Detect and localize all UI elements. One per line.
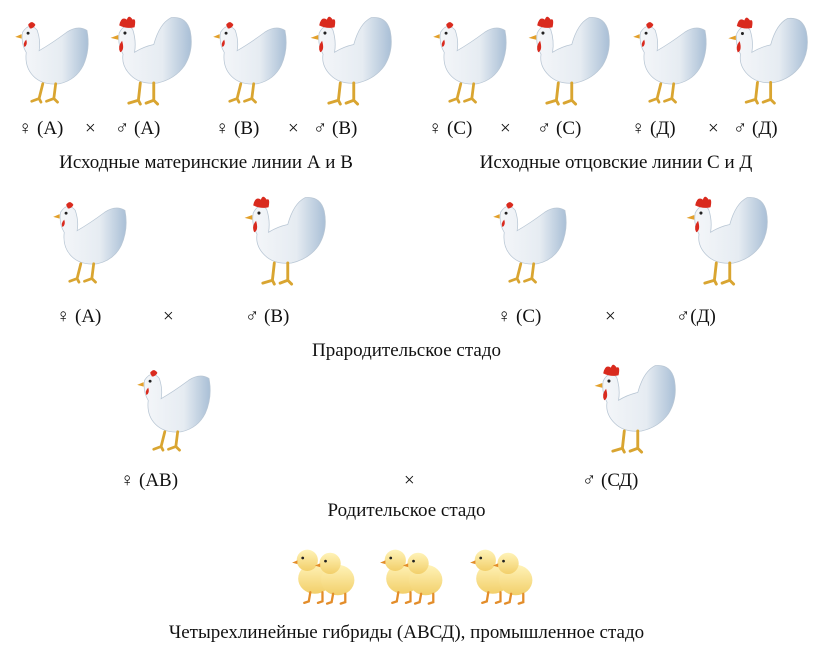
cross-symbol: × <box>85 118 96 139</box>
chicks-icon <box>464 538 540 610</box>
cross-label: ♀ (С) <box>428 118 473 139</box>
cross-label: ♂ (С) <box>537 118 582 139</box>
caption-hybrids: Четырехлинейные гибриды (АВСД), промышле… <box>168 622 645 643</box>
chicks-icon <box>374 538 450 610</box>
rooster-icon <box>300 10 396 106</box>
caption-grandparent-flock: Прародительское стадо <box>311 340 501 361</box>
hen-icon <box>128 360 220 452</box>
cross-label: ♀ (А) <box>18 118 64 139</box>
cross-label: ♂ (А) <box>115 118 161 139</box>
rooster-icon <box>676 190 772 286</box>
hen-icon <box>44 192 136 284</box>
cross-symbol: × <box>404 470 415 491</box>
rooster-icon <box>234 190 330 286</box>
rooster-icon <box>718 10 812 106</box>
rooster-icon <box>584 358 680 454</box>
cross-symbol: × <box>708 118 719 139</box>
rooster-icon <box>100 10 196 106</box>
cross-label: ♂ (В) <box>313 118 358 139</box>
rooster-icon <box>518 10 614 106</box>
cross-label: ♀ (АВ) <box>120 470 179 491</box>
hen-icon <box>424 12 516 104</box>
cross-symbol: × <box>605 306 616 327</box>
hen-icon <box>624 12 716 104</box>
cross-label: ♀ (А) <box>56 306 102 327</box>
cross-symbol: × <box>500 118 511 139</box>
caption-maternal-lines: Исходные материнские линии А и В <box>59 152 353 173</box>
hen-icon <box>6 12 98 104</box>
cross-label: ♀ (С) <box>497 306 542 327</box>
cross-label: ♂(Д) <box>676 306 716 327</box>
cross-label: ♂ (Д) <box>733 118 778 139</box>
caption-parent-flock: Родительское стадо <box>327 500 486 521</box>
cross-symbol: × <box>163 306 174 327</box>
hen-icon <box>204 12 296 104</box>
cross-symbol: × <box>288 118 299 139</box>
cross-label: ♂ (В) <box>245 306 290 327</box>
cross-label: ♀ (Д) <box>631 118 676 139</box>
hen-icon <box>484 192 576 284</box>
cross-label: ♂ (СД) <box>582 470 639 491</box>
chicks-icon <box>286 538 362 610</box>
caption-paternal-lines: Исходные отцовские линии С и Д <box>479 152 753 173</box>
cross-label: ♀ (В) <box>215 118 260 139</box>
